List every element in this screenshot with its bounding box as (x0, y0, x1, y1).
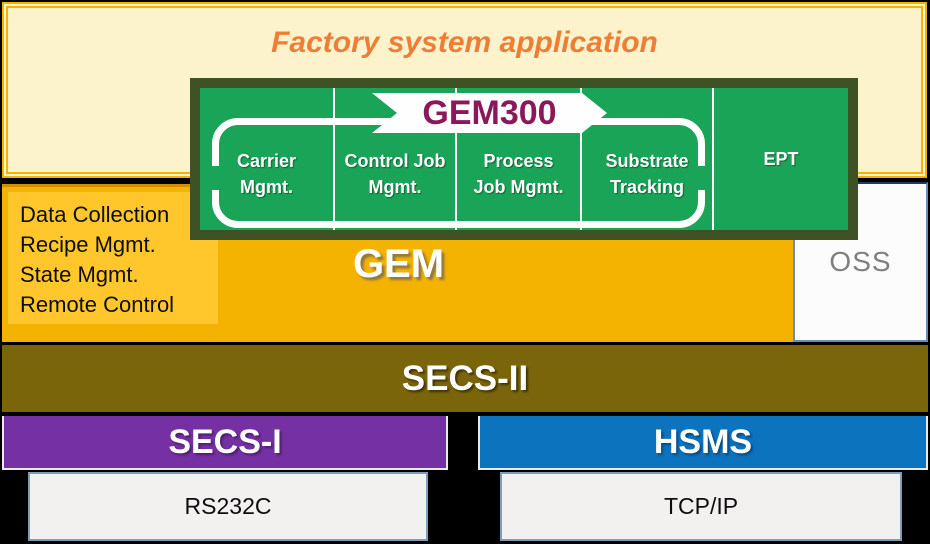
oss-label: OSS (829, 246, 892, 277)
module-control-job-mgmt: Control Job Mgmt. (335, 120, 455, 228)
gem-capability-state-mgmt: State Mgmt. (20, 262, 139, 287)
gem300-banner-ribbon: GEM300 (372, 93, 607, 133)
column-divider (455, 88, 457, 230)
module-ept-label: EPT (763, 149, 799, 169)
bracket-gap (207, 166, 224, 190)
module-control-job-mgmt-label: Control Job Mgmt. (344, 151, 446, 197)
gem300-banner-label: GEM300 (422, 93, 557, 132)
rs232c-label: RS232C (184, 493, 272, 519)
tcpip-layer-box: TCP/IP (500, 472, 902, 541)
gem-layer-label: GEM (352, 242, 445, 286)
secs2-layer-band: SECS-II (2, 345, 928, 412)
gem300-box: GEM300 Carrier Mgmt. Control Job Mgmt. P… (190, 78, 858, 240)
rs232c-layer-box: RS232C (28, 472, 428, 541)
secs1-layer-box: SECS-I (2, 416, 448, 470)
module-substrate-tracking: Substrate Tracking (582, 120, 712, 228)
secs1-label: SECS-I (168, 422, 282, 461)
hsms-label: HSMS (653, 422, 753, 461)
factory-system-application-title: Factory system application (271, 26, 658, 59)
tcpip-label: TCP/IP (663, 493, 739, 519)
gem-capability-remote-control: Remote Control (20, 292, 175, 317)
gem-capabilities-box: Data Collection Recipe Mgmt. State Mgmt.… (8, 192, 218, 324)
column-divider (580, 88, 582, 230)
column-divider (333, 88, 335, 230)
hsms-layer-box: HSMS (478, 416, 928, 470)
gem-capability-data-collection: Data Collection (20, 202, 170, 227)
column-divider (712, 88, 714, 230)
module-substrate-tracking-label: Substrate Tracking (605, 151, 689, 197)
module-carrier-mgmt-label: Carrier Mgmt. (236, 151, 297, 197)
module-process-job-mgmt-label: Process Job Mgmt. (473, 151, 564, 197)
gem-capability-recipe-mgmt: Recipe Mgmt. (20, 232, 156, 257)
module-carrier-mgmt: Carrier Mgmt. (200, 120, 333, 228)
bracket-gap (693, 166, 709, 190)
secs2-label: SECS-II (401, 358, 529, 398)
module-process-job-mgmt: Process Job Mgmt. (457, 120, 580, 228)
module-ept: EPT (714, 88, 848, 230)
